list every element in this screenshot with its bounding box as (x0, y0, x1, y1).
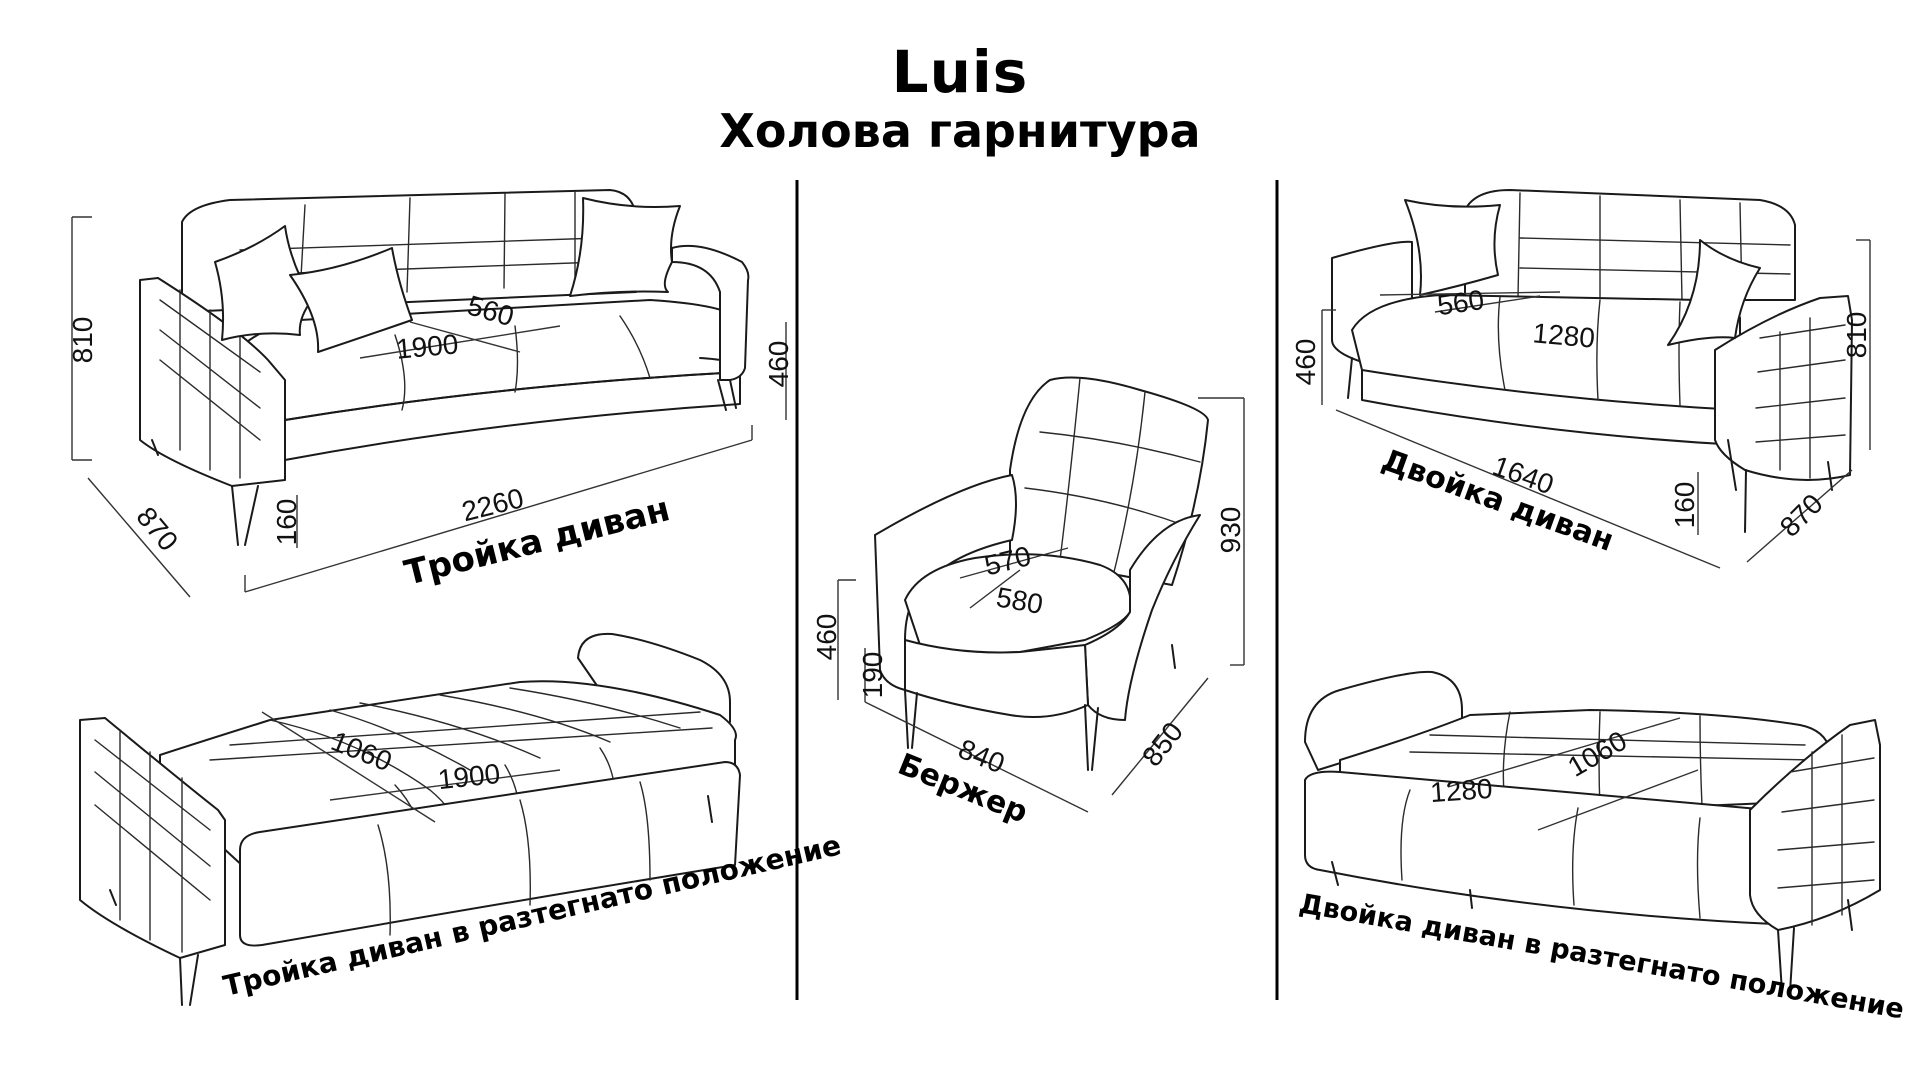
sofa2-dim-depth: 870 (1774, 488, 1829, 543)
sofa2-dim-seat-depth: 560 (1435, 284, 1486, 321)
sofa3-open-dim-bed-width: 1900 (436, 758, 501, 795)
armchair-drawing: 930 460 190 840 850 570 580 Бержер (811, 376, 1246, 831)
sofa2-dim-height: 810 (1841, 312, 1872, 359)
sofa3-dim-depth: 870 (130, 501, 184, 557)
sofa2-dim-leg: 160 (1669, 482, 1700, 529)
armchair-dim-leg: 190 (857, 652, 888, 699)
sofa2-dim-seat-width: 1280 (1531, 317, 1596, 353)
product-subtitle: Холова гарнитура (719, 104, 1201, 158)
sofa3-dim-seat-width: 1900 (395, 328, 460, 364)
sofa2-drawing: 460 810 1640 870 160 560 1280 Двойка див… (1290, 189, 1872, 569)
sofa3-dim-seat-height: 460 (763, 341, 794, 388)
sofa3-open-drawing: 1060 1900 Тройка диван в разтегнато поло… (79, 632, 844, 1006)
armchair-dim-depth: 850 (1136, 716, 1189, 772)
armchair-dim-height: 930 (1215, 507, 1246, 554)
product-title: Luis (891, 38, 1029, 106)
sofa2-open-dim-bed-width: 1280 (1429, 773, 1493, 808)
sofa2-open-drawing: 1280 1060 Двойка диван в разтегнато поло… (1297, 670, 1906, 1025)
sofa2-dim-seat-height: 460 (1290, 339, 1321, 386)
sofa3-dim-width: 2260 (459, 482, 527, 527)
sofa3-dim-height: 810 (67, 317, 98, 364)
armchair-dim-seat-height: 460 (811, 614, 842, 661)
sofa3-dim-leg: 160 (271, 499, 302, 546)
sofa3-drawing: 810 870 2260 1900 560 460 160 Тройка див… (67, 189, 794, 598)
